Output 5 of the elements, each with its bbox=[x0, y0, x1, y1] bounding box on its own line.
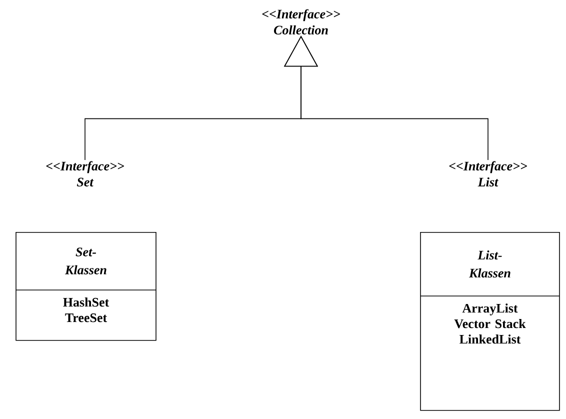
interface-label: <<Interface>> List bbox=[449, 161, 527, 186]
interface-label: <<Interface>> Set bbox=[46, 161, 124, 186]
class-box: Set- Klassen HashSet TreeSet bbox=[16, 232, 156, 341]
interface-label: <<Interface>> Collection bbox=[262, 9, 340, 34]
class-box: List- Klassen ArrayList Vector Stack LinkedList bbox=[420, 232, 560, 411]
